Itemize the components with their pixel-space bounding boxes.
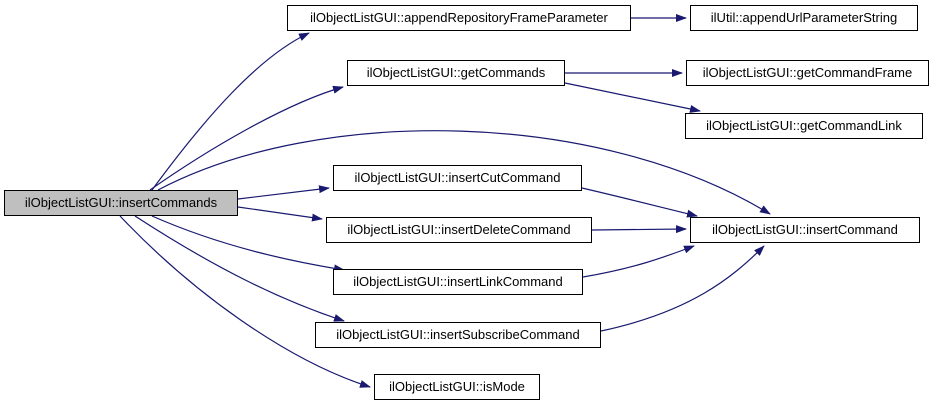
- edge-insertdeletecommand-insertcommand: [591, 225, 687, 234]
- edge-getcommands-getcommandlink: [564, 82, 701, 113]
- node-insertlinkcommand[interactable]: ilObjectListGUI::insertLinkCommand: [333, 269, 583, 295]
- node-insertsubscribecommand[interactable]: ilObjectListGUI::insertSubscribeCommand: [315, 322, 601, 348]
- node-appendrepositoryframeparameter[interactable]: ilObjectListGUI::appendRepositoryFramePa…: [287, 5, 631, 31]
- edge-insertcommands-getcommands: [149, 85, 344, 191]
- edge-insertcommands-appendrepositoryframeparameter: [151, 32, 310, 191]
- edge-insertcutcommand-insertcommand: [581, 187, 698, 218]
- node-insertcommand[interactable]: ilObjectListGUI::insertCommand: [690, 217, 920, 243]
- node-getcommandlink[interactable]: ilObjectListGUI::getCommandLink: [685, 113, 923, 139]
- node-getcommandframe[interactable]: ilObjectListGUI::getCommandFrame: [686, 60, 929, 86]
- node-insertcutcommand[interactable]: ilObjectListGUI::insertCutCommand: [333, 165, 582, 191]
- edge-insertlinkcommand-insertcommand: [582, 245, 695, 278]
- node-appendurlparameterstring[interactable]: ilUtil::appendUrlParameterString: [690, 5, 918, 31]
- edge-insertcommands-insertsubscribecommand: [134, 215, 345, 322]
- edge-insertcommands-insertcommand: [157, 130, 771, 215]
- edge-insertcommands-insertdeletecommand: [237, 206, 323, 222]
- edge-insertcommands-ismode: [119, 215, 371, 388]
- node-ismode[interactable]: ilObjectListGUI::isMode: [374, 374, 540, 400]
- edge-insertcommands-insertlinkcommand: [151, 215, 345, 273]
- edge-insertcommands-insertcutcommand: [237, 185, 330, 200]
- node-insertdeletecommand[interactable]: ilObjectListGUI::insertDeleteCommand: [326, 217, 592, 243]
- node-insertcommands: ilObjectListGUI::insertCommands: [4, 190, 238, 216]
- node-getcommands[interactable]: ilObjectListGUI::getCommands: [347, 60, 565, 86]
- edge-insertsubscribecommand-insertcommand: [600, 245, 765, 332]
